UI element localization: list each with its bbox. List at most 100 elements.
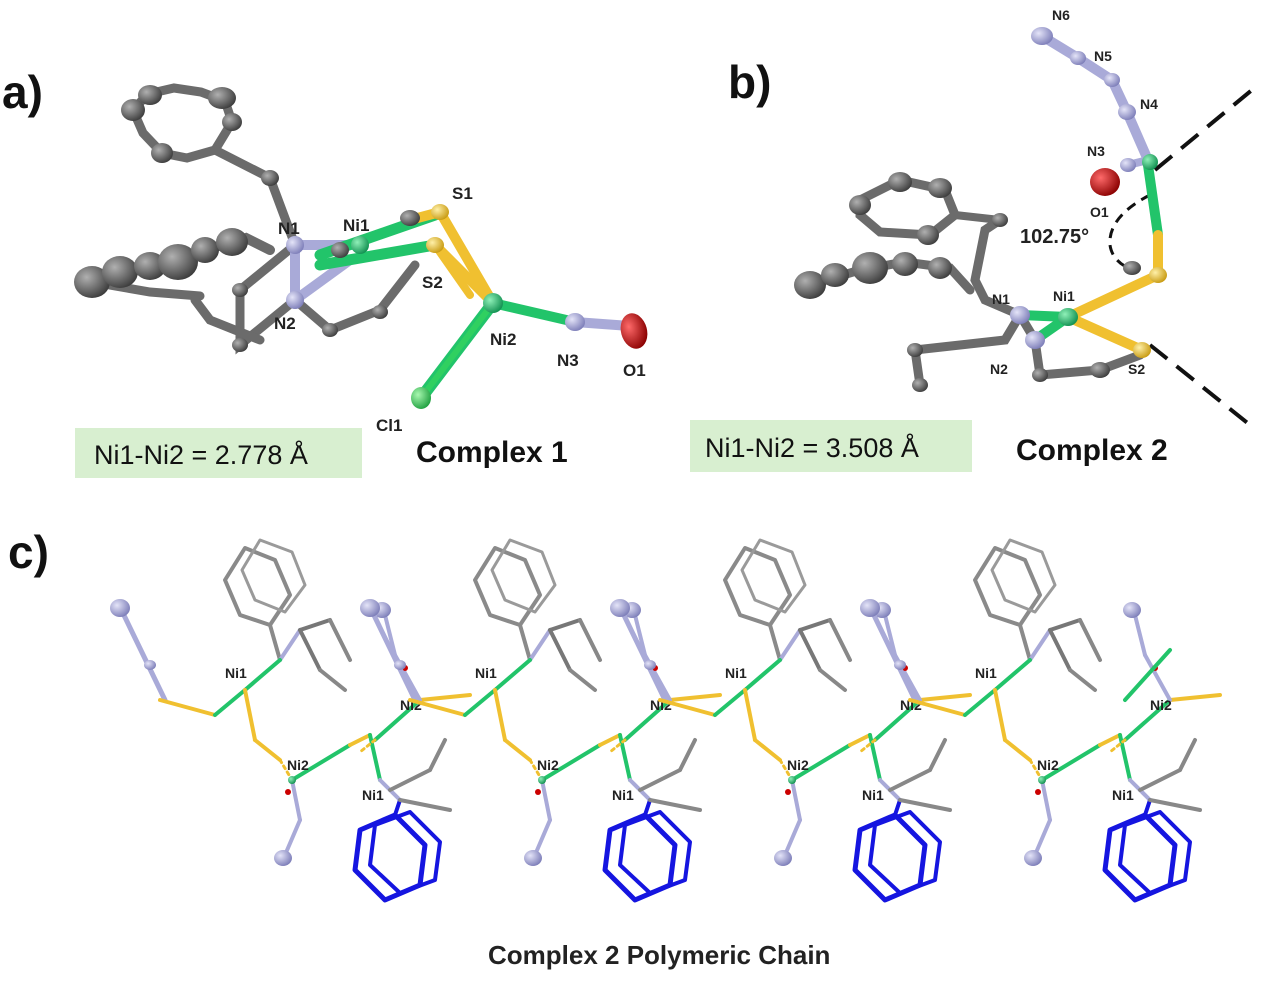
cage-bond: [548, 628, 572, 672]
lower-azide-n-atom: [524, 850, 542, 866]
top-phenyl-ring: [740, 538, 807, 614]
ni-s-bond: [918, 693, 972, 702]
cage-bond: [778, 628, 802, 662]
label-a-n3: N3: [557, 351, 579, 370]
label-a-s2: S2: [422, 273, 443, 292]
ni-bond: [1123, 698, 1172, 742]
cage-bond: [828, 618, 852, 662]
cage-bond: [818, 668, 847, 692]
nitrosyl-o-atom: [1035, 789, 1041, 795]
label-b-n5: N5: [1094, 48, 1112, 64]
cage-bond: [638, 768, 682, 792]
ni-bond: [213, 688, 247, 717]
cage-bond: [568, 668, 597, 692]
top-phenyl-ring: [723, 546, 792, 627]
lower-azide-n-atom: [1024, 850, 1042, 866]
label-b-n3: N3: [1087, 143, 1105, 159]
ni-s-bond: [668, 693, 722, 702]
ni-s-bond: [158, 698, 217, 717]
panel-a-letter: a): [2, 66, 43, 118]
panel-b-letter: b): [728, 56, 771, 108]
label-c-ni2-upper: Ni2: [1150, 697, 1172, 713]
cage-bond: [798, 628, 822, 672]
cage-bond: [528, 628, 552, 662]
lower-azide-n-atom: [774, 850, 792, 866]
ni-s-bond: [1168, 693, 1222, 702]
ni-ni-contact: [528, 758, 544, 782]
lower-azide: [290, 778, 302, 822]
benzyl-link: [893, 798, 902, 817]
caption-complex-1: Complex 1: [416, 436, 568, 469]
benzyl-link: [518, 623, 532, 662]
cage-bond: [1178, 738, 1197, 772]
distance-b: Ni1-Ni2 = 3.508 Å: [705, 432, 919, 463]
benzyl-link: [643, 798, 652, 817]
upper-azide-n-atom: [144, 660, 156, 670]
ni-bond: [540, 743, 602, 782]
upper-azide: [883, 613, 897, 657]
label-c-ni1-lower: Ni1: [862, 787, 884, 803]
label-b-n1: N1: [992, 291, 1010, 307]
ni-bond: [1040, 743, 1102, 782]
cage-bond: [388, 768, 432, 792]
lower-azide: [283, 818, 302, 857]
label-c-ni1-upper: Ni1: [475, 665, 497, 681]
chain-continuation: [1123, 648, 1172, 702]
upper-azide-n-atom: [610, 599, 630, 617]
label-a-n2: N2: [274, 314, 296, 333]
label-c-ni1-lower: Ni1: [612, 787, 634, 803]
cage-bond: [318, 668, 347, 692]
panel-b-atoms: [794, 27, 1167, 392]
lower-azide: [783, 818, 802, 857]
panel-b: b): [690, 7, 1260, 472]
ni-s-bond: [408, 698, 467, 717]
ni-s-bond: [253, 738, 282, 762]
ni-s-bond: [493, 688, 507, 742]
panel-a: a): [2, 66, 648, 478]
ni2-atom: [288, 776, 296, 784]
cage-bond: [1028, 628, 1052, 662]
ni-ni-contact: [858, 738, 877, 754]
label-c-ni1-lower: Ni1: [362, 787, 384, 803]
ni-bond: [493, 658, 532, 692]
cage-bond: [1078, 618, 1102, 662]
ni-s-bond: [993, 688, 1007, 742]
upper-azide: [367, 604, 418, 703]
label-a-cl1: Cl1: [376, 416, 402, 435]
polymeric-chain: Ni1Ni2Ni1Ni2Ni1Ni2Ni1Ni2Ni1Ni2Ni1Ni2Ni1N…: [110, 538, 1222, 903]
benzyl-link: [1143, 798, 1152, 817]
upper-azide: [1143, 653, 1172, 702]
cage-bond: [298, 628, 322, 672]
label-b-o1: O1: [1090, 204, 1109, 220]
panel-a-atoms: [74, 85, 648, 409]
ni-s-bond: [348, 733, 372, 747]
ni-bond: [713, 688, 747, 717]
cage-bond: [798, 618, 832, 632]
upper-azide-n-atom: [644, 660, 656, 670]
label-b-ni1: Ni1: [1053, 288, 1075, 304]
label-a-ni2: Ni2: [490, 330, 516, 349]
nitrosyl-o-atom: [535, 789, 541, 795]
caption-complex-2: Complex 2: [1016, 434, 1168, 467]
distance-box-b: [690, 420, 972, 472]
cage-bond: [898, 798, 952, 812]
label-c-ni1-upper: Ni1: [975, 665, 997, 681]
label-a-o1: O1: [623, 361, 646, 380]
ni-bond: [743, 658, 782, 692]
ni-s-bond: [658, 698, 717, 717]
upper-azide: [633, 613, 647, 657]
ni-s-bond: [908, 698, 967, 717]
ni-bond: [243, 658, 282, 692]
benzyl-link: [268, 623, 282, 662]
label-a-s1: S1: [452, 184, 473, 203]
label-b-n4: N4: [1140, 96, 1158, 112]
distance-a: Ni1-Ni2 = 2.778 Å: [94, 439, 308, 470]
cage-bond: [578, 618, 602, 662]
ni-bond: [993, 658, 1032, 692]
top-phenyl-ring: [223, 546, 292, 627]
upper-azide-n-atom: [360, 599, 380, 617]
ni-bond: [463, 688, 497, 717]
upper-azide-n-atom: [110, 599, 130, 617]
ni-s-bond: [1003, 738, 1032, 762]
